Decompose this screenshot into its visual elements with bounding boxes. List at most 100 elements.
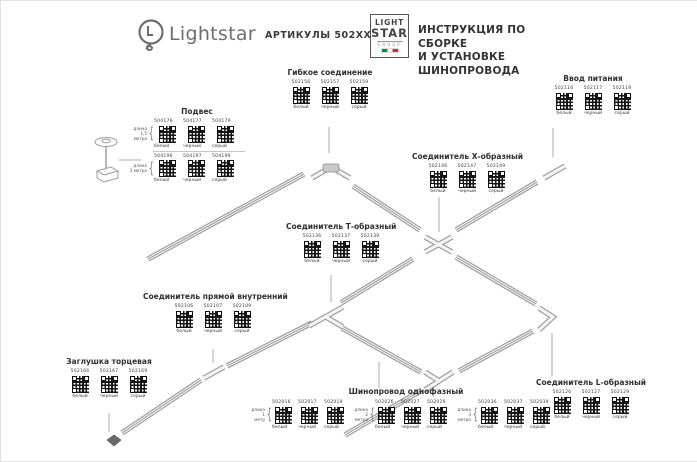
section-l-connector: Соединитель L-образный 502126 белый 5021… [535,378,647,420]
section-title: Ввод питания [563,74,623,83]
article-number: 504176 [154,119,173,124]
qr-row: 502026 белый 502027 черный 502029 серый [375,400,450,430]
brace: { [266,405,272,424]
article-number: 502149 [486,164,506,169]
section-x-connector: Соединитель Х-образный 502146 белый 5021… [412,152,523,194]
article-number: 502136 [302,234,322,239]
straight-connector-piece [204,367,224,378]
qr-code [303,240,321,258]
color-label: белый [293,104,309,110]
article-number: 502159 [349,80,369,85]
qr-code [404,406,421,424]
qr-row: 502106 белый 502107 черный 502109 серый [143,304,283,334]
color-label: черный [183,178,202,183]
qr-code [553,396,571,414]
article-item: 502157 черный [317,80,343,110]
section-end-cap: Заглушка торцевая 502166 белый 502167 че… [60,357,158,399]
color-label: белый [154,143,170,149]
article-item: 502137 черный [328,234,354,264]
article-number: 502156 [291,80,311,85]
article-item: 502026 белый [375,400,398,430]
color-label: серый [212,143,227,149]
color-label: белый [176,328,192,334]
article-item: 502106 белый [171,304,197,334]
article-number: 502019 [324,400,343,405]
qr-code [582,396,600,414]
qr-code [584,92,602,110]
article-number: 502167 [99,369,119,374]
article-item: 502167 черный [96,369,122,399]
length-label: длина 3 метра [129,163,147,174]
article-item: 502116 белый [551,86,577,116]
color-label: черный [504,424,523,430]
pointer-lines [108,127,554,432]
qr-code [321,86,339,104]
article-number: 502106 [174,304,194,309]
qr-code [216,160,234,177]
article-item: 502109 серый [229,304,255,334]
qr-code [216,125,234,143]
group-logo-line3: GROUP [377,41,402,47]
qr-row: 502016 белый 502017 черный 502019 серый [272,400,347,430]
track-group-2m: длина 2 метра { 502026 белый 502027 черн… [354,400,450,430]
page-title-line2: И УСТАНОВКЕ ШИНОПРОВОДА [418,51,520,77]
article-number: 502029 [427,400,446,405]
section-title: Шинопровод однофазный [348,387,464,396]
section-title: Подвес [181,107,213,116]
color-label: серый [488,188,504,194]
power-feed-piece [544,166,565,178]
length-label: длина 2 метра [354,406,368,423]
article-item: 502136 белый [299,234,325,264]
color-label: серый [530,424,545,430]
article-number: 502127 [581,390,601,395]
section-flexible-connector: Гибкое соединение 502156 белый 502157 че… [284,68,376,110]
article-item: 502127 черный [578,390,604,420]
qr-row: 502136 белый 502137 черный 502139 серый [286,234,396,264]
qr-code [187,160,205,177]
article-item: 502027 черный [401,400,424,430]
section-track-title: Шинопровод однофазный [331,387,481,399]
article-number: 502117 [583,86,603,91]
qr-code [378,406,395,424]
color-label: черный [183,143,202,149]
color-label: черный [581,414,601,420]
article-item: 502169 серый [125,369,151,399]
track-group-3m: длина 3 метра { 502036 белый 502037 черн… [457,400,553,430]
article-number: 502166 [70,369,90,374]
qr-code [481,406,498,424]
t-connector-piece [309,307,343,327]
qr-code [71,375,89,393]
article-number: 502129 [610,390,630,395]
section-title: Заглушка торцевая [66,357,152,366]
qr-code [327,406,344,424]
brand-wordmark: Lightstar [169,23,256,45]
color-label: черный [331,258,351,264]
qr-code [611,396,629,414]
qr-code [175,310,193,328]
articles-label: АРТИКУЛЫ 502XXX [265,30,380,41]
article-item: 502017 черный [298,400,321,430]
qr-row: 504196 белый 504197 черный 504199 серый [154,154,238,183]
article-number: 502126 [552,390,572,395]
qr-code [301,406,318,424]
article-item: 502016 белый [272,400,295,430]
article-item: 504197 черный [183,154,209,183]
article-item: 502037 черный [504,400,527,430]
article-number: 502017 [298,400,317,405]
article-item: 504199 серый [212,154,238,183]
brace: { [369,405,375,424]
color-label: серый [234,328,250,334]
lightstar-group-logo: LIGHT STAR GROUP [370,14,409,58]
color-label: серый [362,258,378,264]
article-number: 502119 [612,86,632,91]
article-number: 502157 [320,80,340,85]
color-label: серый [351,104,367,110]
article-item: 502146 белый [425,164,451,194]
page-title: ИНСТРУКЦИЯ ПО СБОРКЕ И УСТАНОВКЕ ШИНОПРО… [418,24,568,79]
qr-code [430,406,447,424]
article-item: 502029 серый [427,400,450,430]
row-divider [153,150,245,152]
qr-code [204,310,222,328]
group-logo-divider [376,40,403,42]
